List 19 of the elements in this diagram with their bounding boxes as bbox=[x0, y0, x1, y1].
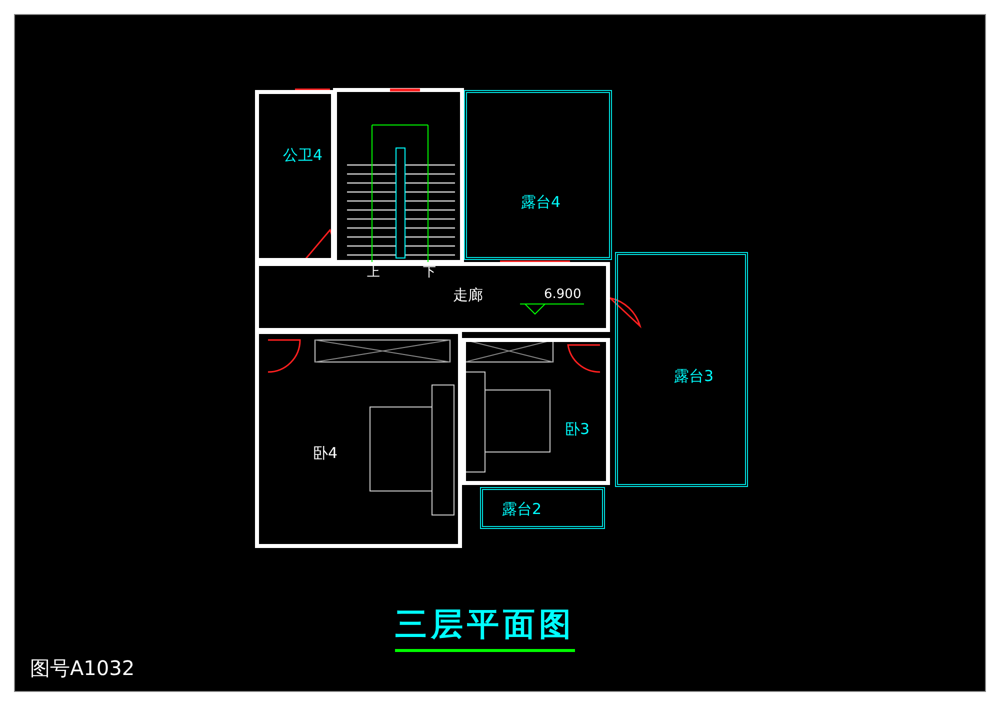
room-name: 公卫4 bbox=[283, 146, 323, 165]
room-outline bbox=[255, 90, 335, 262]
elevation-value: 6.900 bbox=[544, 287, 582, 302]
room-outline bbox=[462, 338, 610, 485]
room-outline bbox=[255, 330, 462, 548]
room-name: 卧3 bbox=[565, 420, 590, 439]
stair-down-label: 下 bbox=[423, 264, 436, 281]
terrace-outline bbox=[464, 90, 612, 260]
room-name: 露台2 bbox=[502, 500, 542, 519]
plan-title: 三层平面图 bbox=[395, 603, 575, 652]
drawing-number: 图号A1032 bbox=[30, 655, 135, 682]
room-name: 走廊 bbox=[453, 286, 483, 305]
stair-up-label: 上 bbox=[367, 264, 380, 281]
room-name: 露台3 bbox=[674, 367, 714, 386]
terrace-outline bbox=[615, 252, 748, 487]
room-name: 露台4 bbox=[521, 193, 561, 212]
terrace-outline bbox=[480, 487, 605, 529]
room-name: 卧4 bbox=[313, 444, 338, 463]
room-outline bbox=[255, 262, 610, 332]
